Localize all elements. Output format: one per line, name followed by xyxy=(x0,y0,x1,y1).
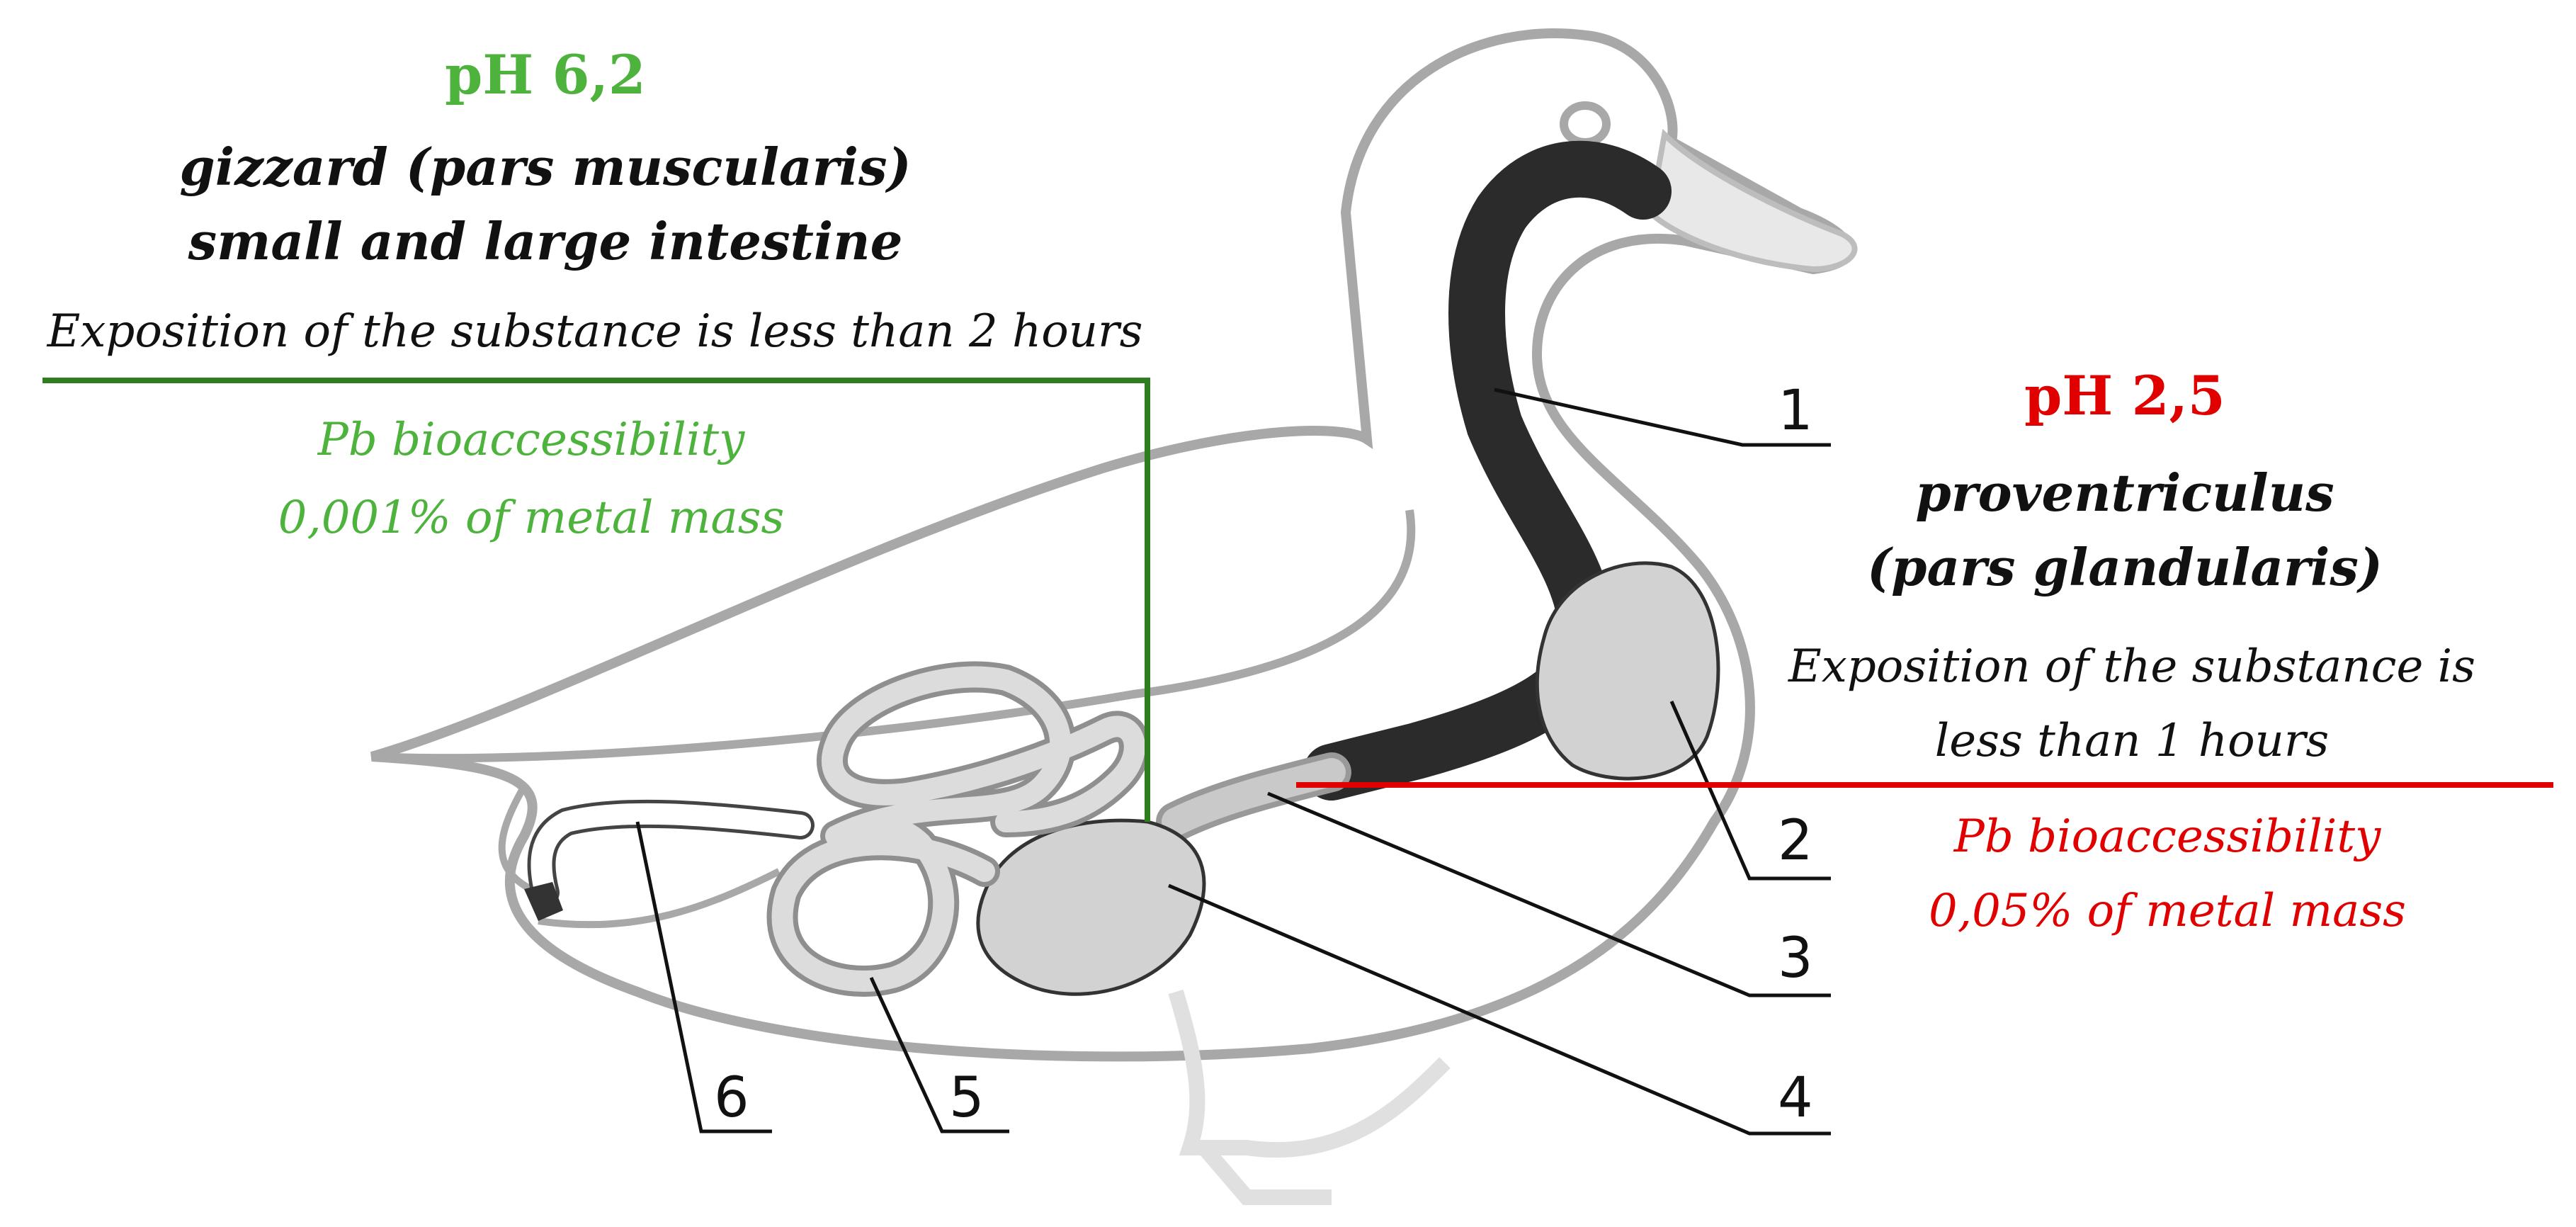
left-bio-line2: 0,001% of metal mass xyxy=(278,492,785,544)
label-6: 6 xyxy=(714,1066,749,1130)
isthmus-outline xyxy=(1162,758,1346,836)
green-bracket-line xyxy=(42,378,1150,822)
right-organ-line1: proventriculus xyxy=(1915,463,2334,523)
left-organ-line1: gizzard (pars muscularis) xyxy=(179,137,912,197)
leader-line-4 xyxy=(1168,883,1831,1136)
left-exposition: Exposition of the substance is less than… xyxy=(47,305,1143,358)
right-bio-line2: 0,05% of metal mass xyxy=(1929,885,2406,937)
tail-fold xyxy=(498,784,540,896)
cloaca xyxy=(524,882,563,921)
right-exposition-line1: Exposition of the substance is xyxy=(1788,640,2475,693)
label-5: 5 xyxy=(949,1066,985,1130)
large-intestine-fill xyxy=(530,803,811,903)
beak xyxy=(1647,128,1858,273)
head-dark-patch xyxy=(1544,152,1657,213)
leader-line-6 xyxy=(635,821,772,1133)
left-bio-line1: Pb bioaccessibility xyxy=(317,414,745,466)
leader-line-5 xyxy=(869,976,1009,1133)
label-1: 1 xyxy=(1778,379,1813,443)
left-organ-line2: small and large intestine xyxy=(188,211,903,271)
right-organ-line2: (pars glandularis) xyxy=(1867,537,2383,597)
small-intestine-fill xyxy=(771,666,1145,992)
label-4: 4 xyxy=(1778,1066,1813,1130)
proventriculus xyxy=(1535,561,1720,781)
right-exposition-line2: less than 1 hours xyxy=(1934,715,2330,767)
eye xyxy=(1560,101,1611,147)
label-3: 3 xyxy=(1778,927,1813,990)
belly-line xyxy=(538,868,781,929)
label-2: 2 xyxy=(1778,809,1813,873)
leader-line-3 xyxy=(1267,791,1831,997)
leader-line-2 xyxy=(1669,700,1831,881)
right-ph: pH 2,5 xyxy=(2024,364,2225,427)
right-bio-line1: Pb bioaccessibility xyxy=(1953,810,2381,863)
left-ph: pH 6,2 xyxy=(445,43,646,106)
leader-line-1 xyxy=(1494,388,1831,447)
duck-feet xyxy=(1168,989,1451,1205)
